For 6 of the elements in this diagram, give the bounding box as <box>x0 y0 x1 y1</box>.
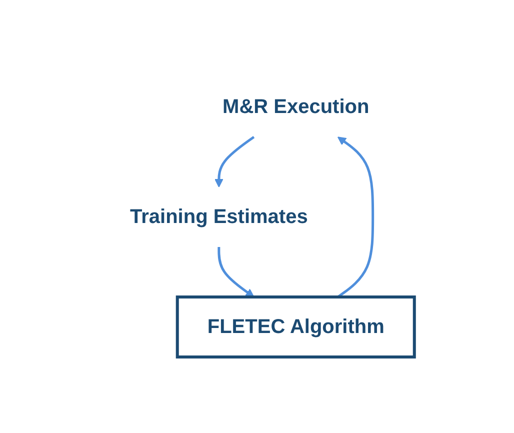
arrow <box>214 135 254 187</box>
node-box: FLETEC Algorithm <box>176 295 416 358</box>
node-text: M&R Execution <box>222 96 370 118</box>
arrow <box>217 246 254 297</box>
node-text: Training Estimates <box>130 205 308 228</box>
arrow <box>336 136 374 298</box>
